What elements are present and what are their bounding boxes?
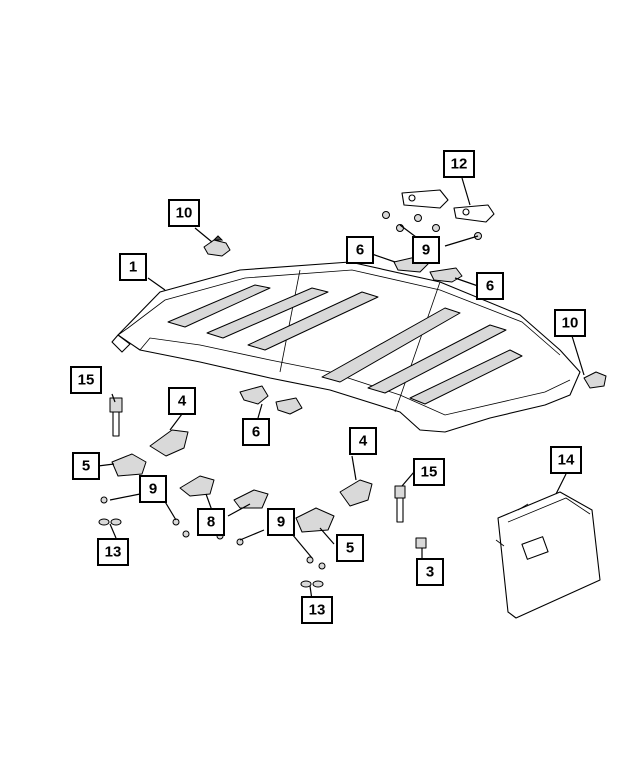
svg-text:5: 5 — [82, 458, 90, 475]
svg-text:10: 10 — [562, 315, 579, 332]
bracket-4-right — [339, 479, 373, 507]
callout-5-right: 5 — [336, 534, 364, 562]
svg-text:13: 13 — [309, 602, 326, 619]
callout-15-right: 15 — [413, 458, 445, 486]
svg-text:10: 10 — [176, 205, 193, 222]
bolt-15-left — [109, 397, 123, 437]
svg-text:3: 3 — [426, 564, 434, 581]
callout-13-right: 13 — [301, 596, 333, 624]
svg-text:9: 9 — [422, 242, 430, 259]
callout-4-left: 4 — [168, 387, 196, 415]
svg-text:4: 4 — [178, 393, 187, 410]
svg-text:14: 14 — [558, 452, 575, 469]
grommet-3 — [415, 537, 427, 549]
svg-text:4: 4 — [359, 433, 368, 450]
svg-text:1: 1 — [129, 259, 137, 276]
storage-bag-14 — [495, 491, 601, 619]
part-8 — [179, 475, 269, 509]
svg-text:5: 5 — [346, 540, 354, 557]
callout-12: 12 — [443, 150, 475, 178]
callout-6-top-left: 6 — [346, 236, 374, 264]
callout-3: 3 — [416, 558, 444, 586]
hinge-6-middle — [239, 385, 303, 415]
washers-13 — [98, 518, 324, 588]
callout-6-top-right: 6 — [476, 272, 504, 300]
latch-10-right — [583, 371, 607, 389]
callout-10-right: 10 — [554, 309, 586, 337]
latch-10-left — [203, 235, 231, 257]
callout-10-left: 10 — [168, 199, 200, 227]
svg-text:6: 6 — [252, 424, 260, 441]
callout-8: 8 — [197, 508, 225, 536]
callout-9-right: 9 — [267, 508, 295, 536]
callout-9-left: 9 — [139, 475, 167, 503]
roof-panel — [111, 261, 581, 433]
svg-text:9: 9 — [277, 514, 285, 531]
callout-4-right: 4 — [349, 427, 377, 455]
callout-14: 14 — [550, 446, 582, 474]
svg-text:9: 9 — [149, 481, 157, 498]
bracket-12 — [401, 189, 495, 223]
svg-text:13: 13 — [105, 544, 122, 561]
svg-text:8: 8 — [207, 514, 215, 531]
callout-13-left: 13 — [97, 538, 129, 566]
bracket-4-left — [149, 429, 189, 457]
screws-9-lower — [100, 496, 326, 570]
bolt-15-right — [394, 485, 406, 523]
callout-1: 1 — [119, 253, 147, 281]
callout-5-left: 5 — [72, 452, 100, 480]
callout-9-top: 9 — [412, 236, 440, 264]
screws-9-top — [382, 211, 482, 240]
svg-text:12: 12 — [451, 156, 468, 173]
part-5-left — [111, 453, 147, 477]
svg-text:6: 6 — [486, 278, 494, 295]
callout-15-left: 15 — [70, 366, 102, 394]
part-5-right — [295, 507, 335, 533]
svg-text:15: 15 — [78, 372, 95, 389]
hinge-6-top-right — [429, 267, 463, 283]
callout-6-middle: 6 — [242, 418, 270, 446]
svg-text:6: 6 — [356, 242, 364, 259]
svg-text:15: 15 — [421, 464, 438, 481]
